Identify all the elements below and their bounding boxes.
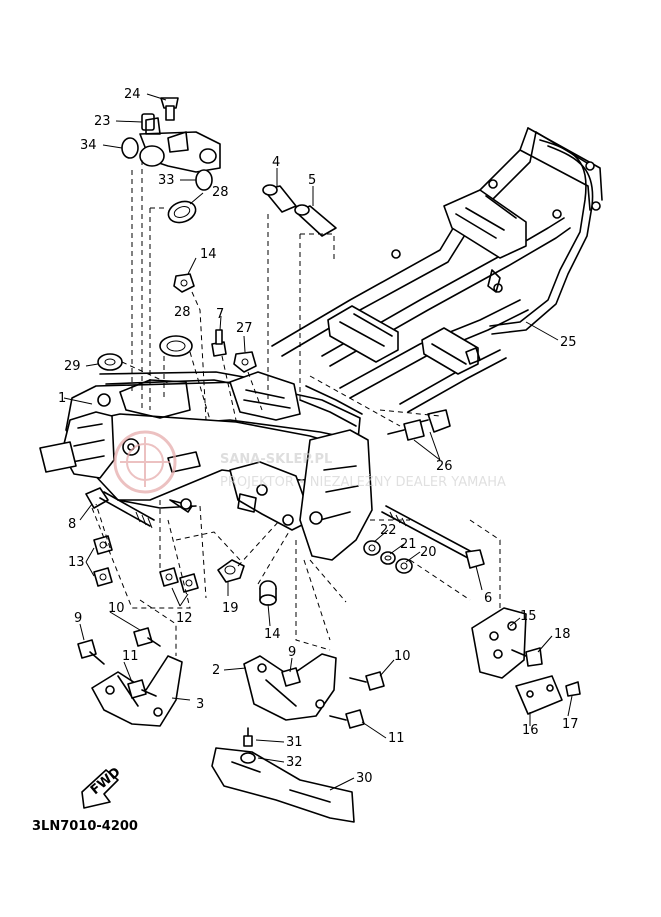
washer-29	[97, 353, 123, 371]
callout-c14b: 14	[264, 627, 281, 642]
callout-c33: 33	[158, 173, 175, 188]
callout-c17: 17	[562, 717, 579, 732]
callout-c34: 34	[80, 138, 97, 153]
rear-subframe	[271, 127, 603, 413]
callout-c20: 20	[420, 545, 437, 560]
callout-c24: 24	[124, 87, 141, 102]
bolt-9b	[281, 667, 301, 687]
collar-4	[262, 184, 297, 213]
callout-c2: 2	[212, 663, 220, 678]
top-bracket-assembly	[121, 97, 221, 191]
screw-31	[243, 727, 253, 747]
grommet-lower	[159, 335, 193, 357]
bolt-6	[381, 505, 485, 569]
bolt-9a	[77, 639, 105, 665]
screw-17	[565, 681, 581, 697]
callout-c8: 8	[68, 517, 76, 532]
callout-c10b: 10	[394, 649, 411, 664]
callout-c19: 19	[222, 601, 239, 616]
nut-14-upper	[173, 273, 195, 293]
watermark-sub-text: PROJEKTOR • NIEZALEŻNY DEALER YAMAHA	[220, 474, 506, 490]
callout-c9b: 9	[288, 645, 296, 660]
callout-c22: 22	[380, 523, 397, 538]
bracket-15	[471, 607, 527, 679]
leader-lines	[63, 93, 573, 791]
callout-c25: 25	[560, 335, 577, 350]
side-cover-30	[211, 747, 355, 823]
fwd-arrow-icon: FWD	[81, 765, 124, 809]
callout-c28b: 28	[174, 305, 191, 320]
bolt-8	[85, 487, 155, 529]
callout-c3: 3	[196, 697, 204, 712]
callout-c12: 12	[176, 611, 193, 626]
watermark: SANA-SKLEP.PL PROJEKTOR • NIEZALEŻNY DEA…	[113, 430, 506, 494]
callout-c30: 30	[356, 771, 373, 786]
callout-c14a: 14	[200, 247, 217, 262]
part-code: 3LN7010-4200	[32, 819, 138, 834]
callout-c9a: 9	[74, 611, 82, 626]
engine-bracket-2	[243, 653, 337, 721]
callout-c27: 27	[236, 321, 253, 336]
bolt-18	[511, 647, 543, 667]
nut-20	[395, 558, 413, 574]
plate-16	[515, 675, 563, 715]
bolt-10a	[133, 627, 161, 647]
watermark-logo-icon	[113, 430, 177, 494]
callout-c15: 15	[520, 609, 537, 624]
callout-c32: 32	[286, 755, 303, 770]
washer-22	[363, 540, 381, 556]
collar-14-lower	[259, 580, 277, 606]
callout-c4: 4	[272, 155, 280, 170]
callout-c11a: 11	[122, 649, 139, 664]
bolt-26b	[387, 419, 425, 441]
washer-21	[380, 551, 396, 565]
callout-c11b: 11	[388, 731, 405, 746]
bolt-11a	[127, 679, 157, 699]
callout-c7: 7	[216, 307, 224, 322]
main-frame	[39, 371, 373, 561]
callout-c13: 13	[68, 555, 85, 570]
callout-c10a: 10	[108, 601, 125, 616]
nut-13b	[93, 567, 113, 587]
watermark-main-text: SANA-SKLEP.PL	[220, 452, 332, 467]
callout-c5: 5	[308, 173, 316, 188]
callout-c31: 31	[286, 735, 303, 750]
callout-c18: 18	[554, 627, 571, 642]
callout-c23: 23	[94, 114, 111, 129]
nut-12a	[159, 567, 179, 587]
callout-c28a: 28	[212, 185, 229, 200]
nut-27	[233, 351, 257, 373]
bolt-11b	[329, 709, 365, 729]
collar-5	[294, 204, 337, 237]
washer-32	[240, 752, 256, 764]
bolt-10b	[349, 671, 385, 691]
callout-c21: 21	[400, 537, 417, 552]
callout-c6: 6	[484, 591, 492, 606]
bolt-7	[211, 329, 227, 357]
callout-c26: 26	[436, 459, 453, 474]
callout-c16: 16	[522, 723, 539, 738]
nut-12b	[179, 573, 199, 593]
callout-c1: 1	[58, 391, 66, 406]
callout-c29: 29	[64, 359, 81, 374]
grommet-upper	[167, 200, 197, 224]
clamp-19	[217, 559, 245, 583]
